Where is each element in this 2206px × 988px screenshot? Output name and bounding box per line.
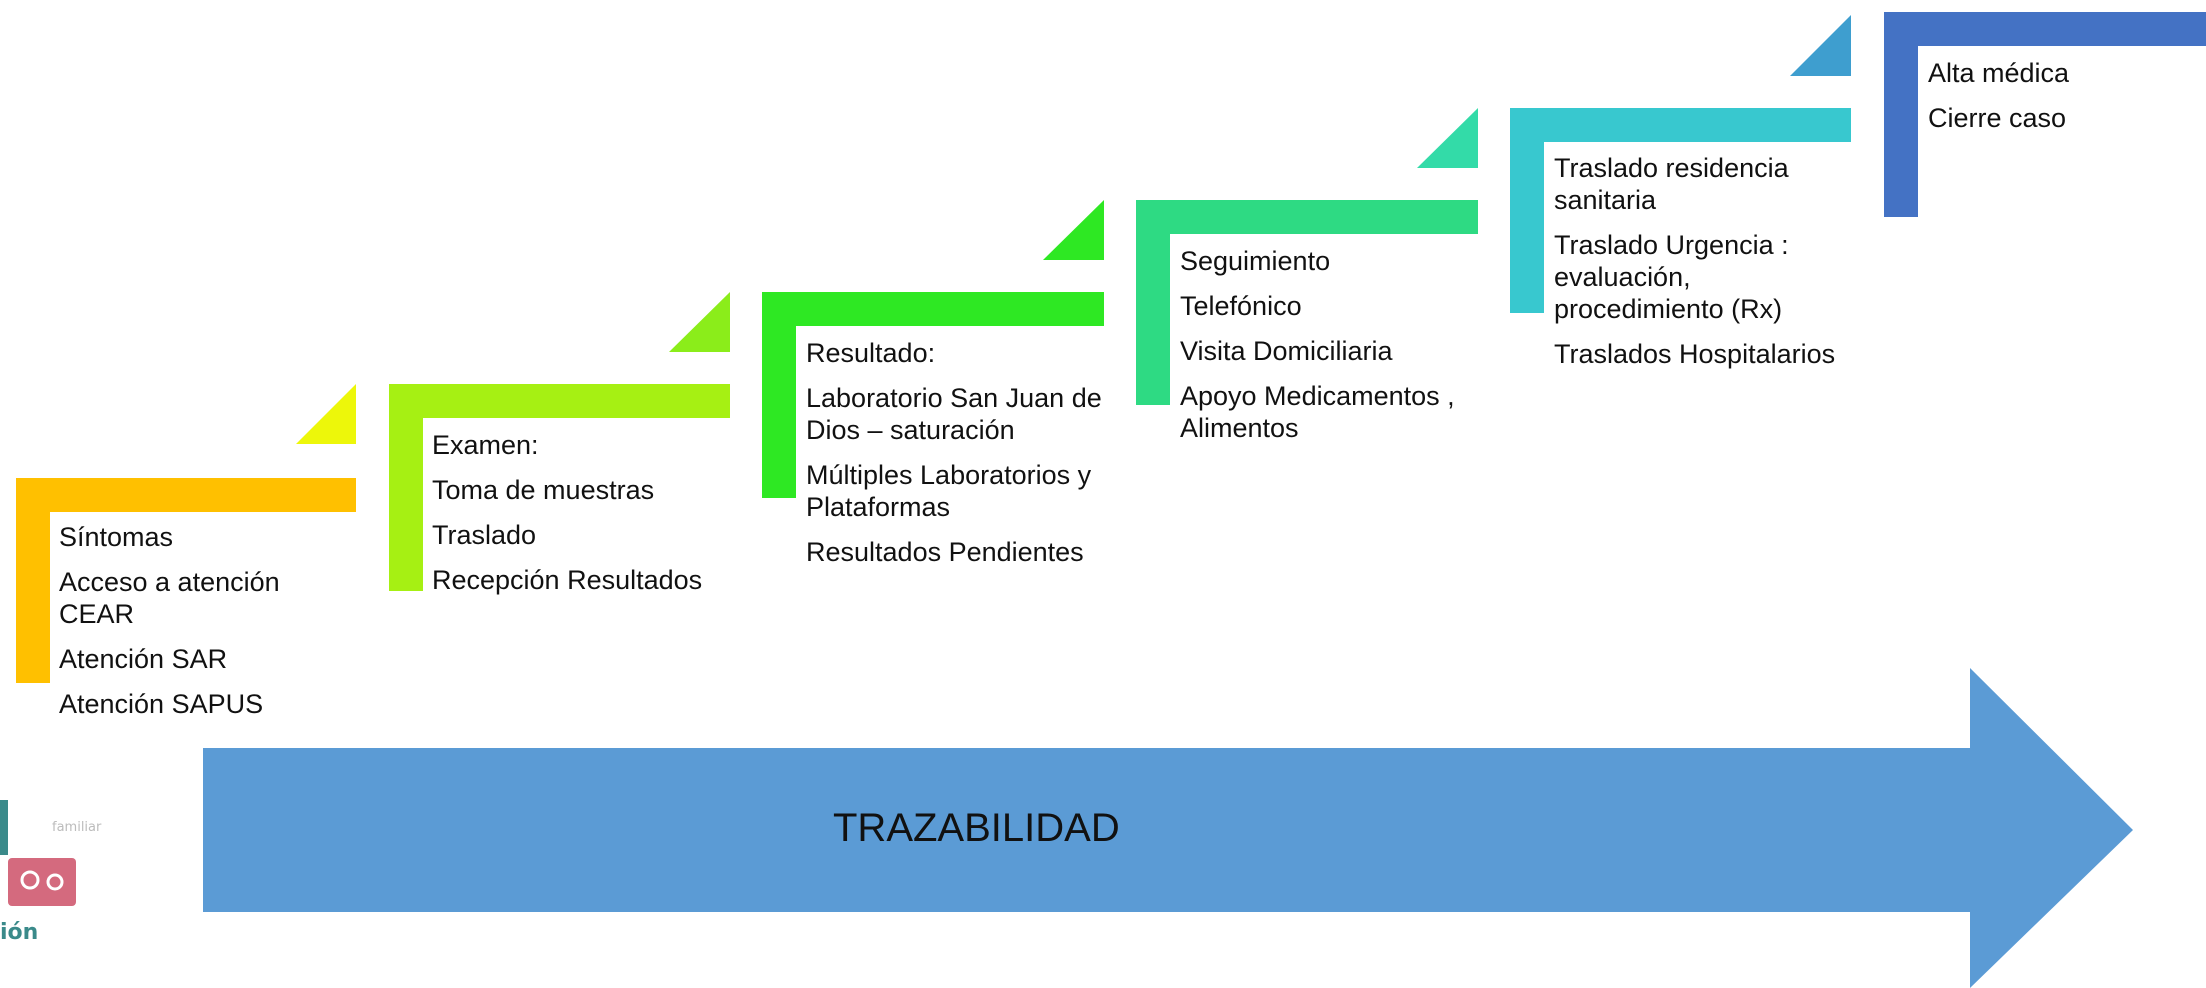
step-1-line: Acceso a atención CEAR bbox=[59, 567, 280, 629]
step-3-bar-left bbox=[762, 292, 796, 498]
step-4-bar-top bbox=[1136, 200, 1478, 234]
step-2-bar-top bbox=[389, 384, 730, 418]
step-5-bracket bbox=[1510, 108, 1851, 313]
step-1-bar-left bbox=[16, 478, 50, 683]
trazabilidad-arrow bbox=[203, 668, 2133, 988]
step-1-line: Síntomas bbox=[59, 522, 174, 552]
step-5-bar-top bbox=[1510, 108, 1851, 142]
step-3-bracket bbox=[762, 292, 1104, 498]
step-5-triangle bbox=[1790, 15, 1851, 76]
logo-word: ión bbox=[0, 920, 39, 945]
step-5-bar-left bbox=[1510, 108, 1544, 313]
step-4-line: Telefónico bbox=[1180, 291, 1302, 321]
logo-small-text: familiar bbox=[52, 820, 102, 835]
step-1-bracket bbox=[16, 478, 356, 683]
logo-person-icon bbox=[46, 873, 64, 891]
step-2-line: Toma de muestras bbox=[432, 475, 655, 505]
step-6-line: Alta médica bbox=[1928, 58, 2070, 88]
step-3-triangle bbox=[1043, 200, 1104, 260]
step-1-line: Atención SAR bbox=[59, 644, 228, 674]
step-4-bar-left bbox=[1136, 200, 1170, 405]
logo-mark-icon bbox=[0, 800, 76, 906]
step-1-triangle bbox=[296, 384, 356, 444]
step-1-bar-top bbox=[16, 478, 356, 512]
step-2-line: Recepción Resultados bbox=[432, 565, 703, 595]
step-4-text: Seguimiento Telefónico Visita Domiciliar… bbox=[1180, 245, 1480, 457]
step-2-text: Examen: Toma de muestras Traslado Recepc… bbox=[432, 429, 732, 609]
step-4-triangle bbox=[1417, 108, 1478, 168]
step-2-bar-left bbox=[389, 384, 423, 591]
step-5-text: Traslado residencia sanitaria Traslado U… bbox=[1554, 152, 1854, 383]
step-4-bracket bbox=[1136, 200, 1478, 405]
logo-bar bbox=[0, 800, 8, 855]
step-6-bar-left bbox=[1884, 12, 1918, 217]
step-6-text: Alta médica Cierre caso bbox=[1928, 57, 2198, 147]
step-4-line: Visita Domiciliaria bbox=[1180, 336, 1393, 366]
step-2-line: Traslado bbox=[432, 520, 537, 550]
step-2-bracket bbox=[389, 384, 730, 591]
step-1-text: Síntomas Acceso a atención CEAR Atención… bbox=[59, 521, 359, 733]
step-3-line: Resultado: bbox=[806, 338, 936, 368]
step-6-bracket bbox=[1884, 12, 2206, 217]
step-3-line: Laboratorio San Juan de Dios – saturació… bbox=[806, 383, 1102, 445]
step-4-line: Seguimiento bbox=[1180, 246, 1331, 276]
step-3-line: Resultados Pendientes bbox=[806, 537, 1084, 567]
step-4-line: Apoyo Medicamentos , Alimentos bbox=[1180, 381, 1455, 443]
step-6-line: Cierre caso bbox=[1928, 103, 2067, 133]
step-1-line: Atención SAPUS bbox=[59, 689, 264, 719]
step-3-text: Resultado: Laboratorio San Juan de Dios … bbox=[806, 337, 1116, 581]
step-5-line: Traslados Hospitalarios bbox=[1554, 339, 1836, 369]
step-5-line: Traslado Urgencia : evaluación, procedim… bbox=[1554, 230, 1789, 324]
step-3-line: Múltiples Laboratorios y Plataformas bbox=[806, 460, 1092, 522]
step-6-bar-top bbox=[1884, 12, 2206, 46]
step-2-line: Examen: bbox=[432, 430, 539, 460]
logo: familiar ión bbox=[0, 790, 101, 950]
step-2-triangle bbox=[669, 292, 730, 352]
step-3-bar-top bbox=[762, 292, 1104, 326]
trazabilidad-label: TRAZABILIDAD bbox=[833, 806, 1120, 850]
step-5-line: Traslado residencia sanitaria bbox=[1554, 153, 1789, 215]
logo-person-icon bbox=[20, 870, 40, 890]
logo-block bbox=[8, 858, 76, 906]
